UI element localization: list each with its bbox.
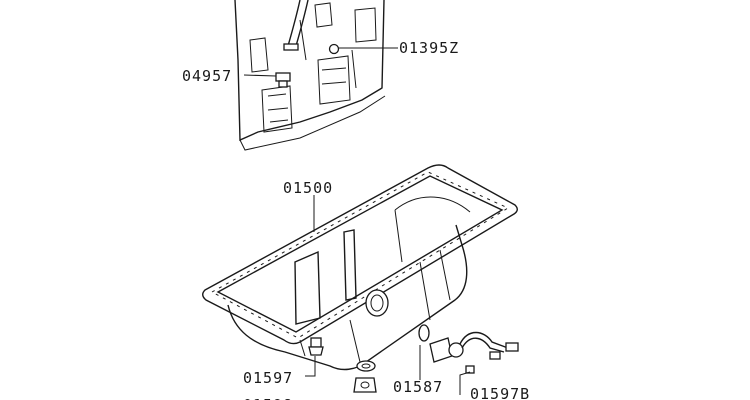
label-01395z: 01395Z (399, 39, 459, 57)
nut-part (353, 377, 377, 393)
oil-pan (202, 164, 518, 371)
label-01597b: 01597B (470, 385, 530, 400)
label-01597: 01597 (243, 369, 293, 387)
gasket-ring-part (418, 324, 430, 342)
label-01500: 01500 (283, 179, 333, 197)
label-01598: 01598 (243, 396, 293, 400)
engine-block (234, 0, 386, 151)
leader-lines (243, 47, 471, 395)
label-04957: 04957 (182, 67, 232, 85)
oil-level-sensor-part (429, 331, 519, 374)
label-01587: 01587 (393, 378, 443, 396)
drain-plug-part (308, 337, 324, 356)
washer-part (356, 360, 376, 372)
